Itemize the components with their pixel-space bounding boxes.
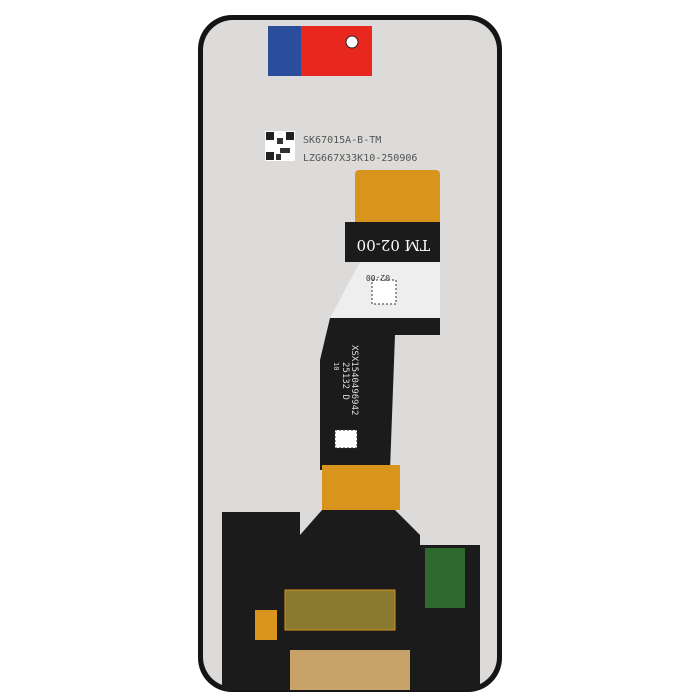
qr-code-icon [265, 131, 295, 161]
flex-small-marking: 02-00 [366, 273, 390, 282]
flex-data-matrix [371, 279, 397, 305]
flex-marking: TM 02-00 [357, 236, 430, 254]
label-line-1: SK67015A-B-TM [303, 135, 381, 146]
flex-serial: XSX1540496942 [349, 345, 359, 415]
flex-date: 25132 D [340, 362, 350, 400]
flex-green-component [425, 548, 465, 608]
tab-hole [345, 35, 359, 49]
label-line-2: LZG667X33K10-250906 [303, 153, 417, 164]
flex-data-matrix-2 [334, 429, 358, 449]
flex-orange-section [322, 465, 400, 510]
protective-tab [268, 26, 372, 76]
driver-ic [284, 589, 396, 631]
flex-cable [222, 170, 480, 690]
flex-code: 10 [332, 362, 340, 370]
flex-top-connector [355, 170, 440, 228]
